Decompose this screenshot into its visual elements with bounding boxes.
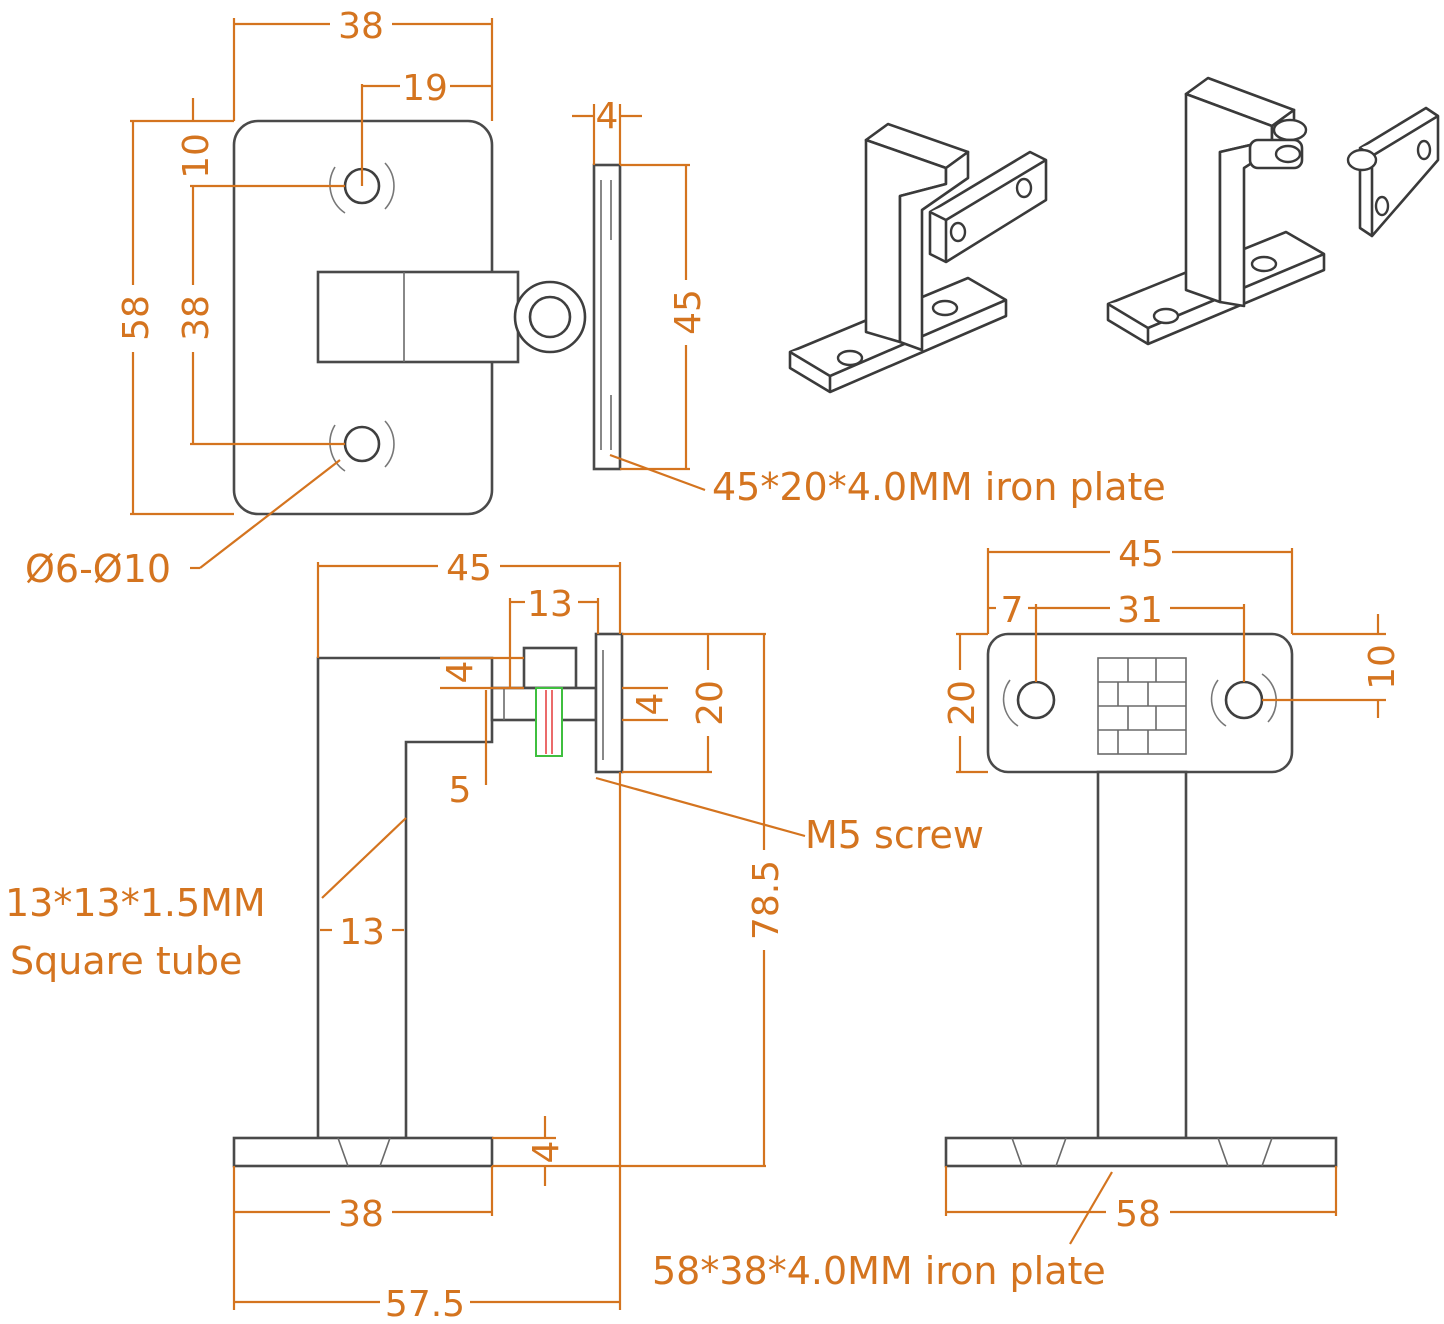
dim-top-width: 38 — [338, 6, 384, 47]
dim-side-total-width: 57.5 — [385, 1284, 465, 1324]
base-plate-front — [944, 1136, 1338, 1168]
dim-top-hole-x: 19 — [402, 68, 448, 109]
dim-top-hole-offset: 10 — [176, 133, 217, 179]
screw-shank — [535, 687, 563, 757]
dim-side-plate-offset: 4 — [630, 693, 671, 716]
dim-top-plate-thickness: 4 — [596, 96, 619, 137]
dim-front-hole-spacing: 31 — [1117, 590, 1163, 631]
tube-front — [1096, 770, 1188, 1140]
dim-side-screw-span: 13 — [527, 584, 573, 625]
callout-hole-diameter: Ø6-Ø10 — [25, 547, 171, 591]
dim-side-plate-height: 20 — [690, 680, 731, 726]
callout-tube-line1: 13*13*1.5MM — [5, 881, 266, 925]
right-hole-front — [1224, 680, 1264, 720]
callout-tube-line2: Square tube — [10, 939, 242, 983]
side-view: 45 13 4 4 20 5 78.5 13 — [5, 548, 984, 1324]
dim-side-bolt-head: 4 — [440, 661, 481, 684]
bolt-head — [522, 646, 578, 690]
dim-top-hole-spacing: 38 — [176, 295, 217, 341]
dim-front-base-width: 58 — [1115, 1194, 1161, 1235]
bottom-hole — [343, 425, 381, 463]
top-plate-profile — [594, 632, 624, 774]
dim-side-tube-gap: 5 — [449, 770, 472, 811]
isometric-view-assembled — [788, 122, 1048, 394]
front-view: 45 7 31 10 20 58 58*38*4.0MM iron plate — [652, 534, 1403, 1293]
dim-side-tube-span: 45 — [446, 548, 492, 589]
isometric-view-exploded — [1106, 76, 1440, 346]
dim-side-total-height: 78.5 — [746, 860, 787, 940]
dim-front-height: 20 — [942, 680, 983, 726]
callout-screw: M5 screw — [805, 813, 984, 857]
square-tube-side — [316, 656, 494, 1140]
left-hole-front — [1016, 680, 1056, 720]
dim-top-height: 58 — [116, 295, 157, 341]
dim-front-hole-inset: 7 — [1001, 590, 1024, 631]
dim-side-tube-width: 13 — [339, 912, 385, 953]
dim-side-base-thickness: 4 — [526, 1141, 567, 1164]
square-tube-top — [316, 270, 520, 364]
dim-side-base-width: 38 — [338, 1194, 384, 1235]
top-plate-side — [592, 163, 622, 471]
dim-top-plate-height: 45 — [668, 289, 709, 335]
dim-front-hole-offset: 10 — [1362, 644, 1403, 690]
callout-top-plate: 45*20*4.0MM iron plate — [712, 465, 1166, 509]
callout-base-plate: 58*38*4.0MM iron plate — [652, 1249, 1106, 1293]
top-view: 38 19 10 58 38 4 45 — [25, 6, 1166, 591]
dim-front-width: 45 — [1118, 534, 1164, 575]
base-plate-side — [232, 1136, 494, 1168]
